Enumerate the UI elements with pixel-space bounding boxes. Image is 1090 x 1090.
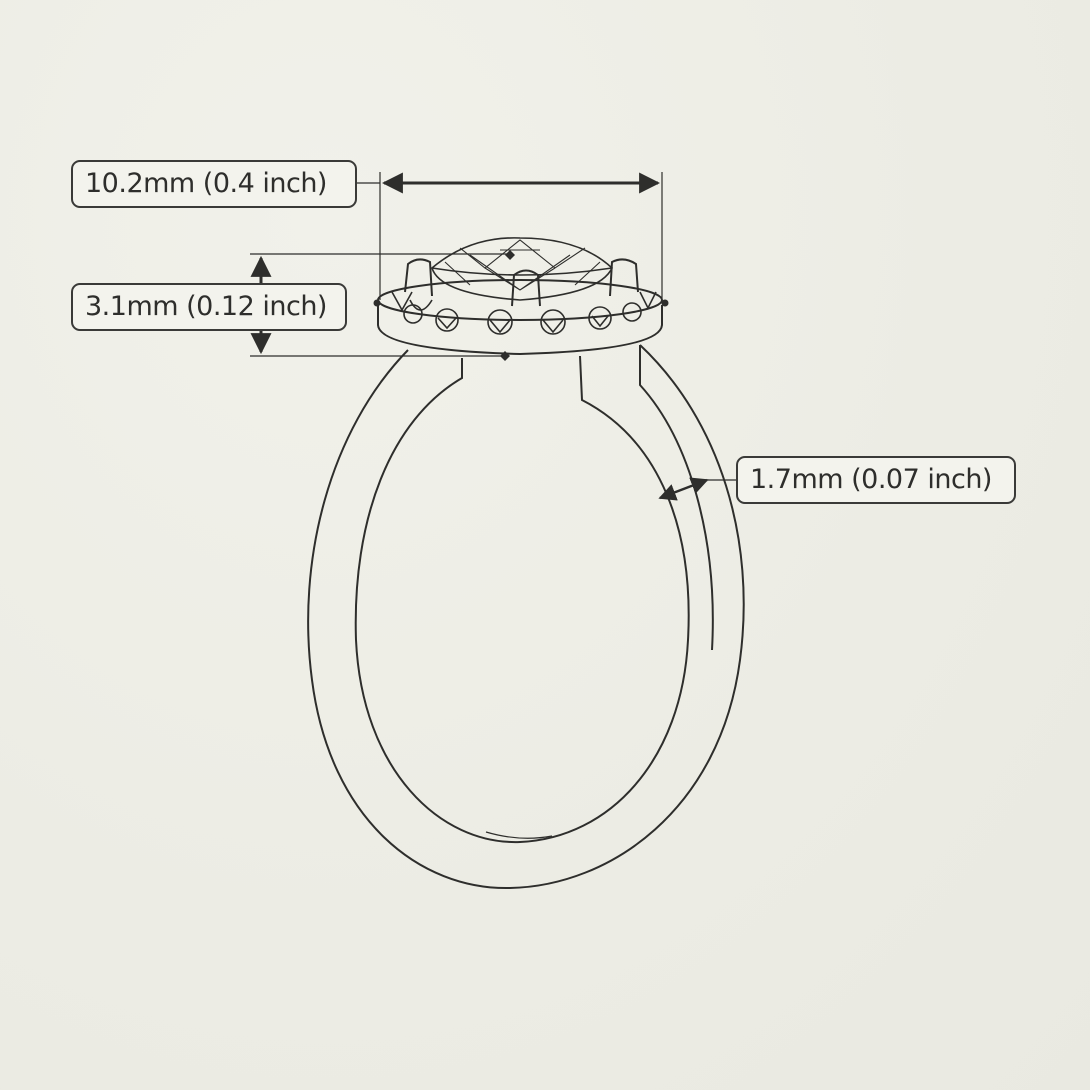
band-arrow	[658, 477, 709, 501]
width-dimension-label: 10.2mm (0.4 inch)	[71, 160, 357, 208]
height-point-top	[505, 250, 515, 260]
stone-outline	[431, 237, 613, 301]
stone-facets	[444, 239, 601, 291]
prong-left	[404, 258, 433, 297]
band-inner-edge	[639, 345, 714, 651]
dimension-band	[658, 477, 736, 501]
band-width-dimension-label: 1.7mm (0.07 inch)	[736, 456, 1016, 504]
width-point-left	[373, 299, 381, 307]
height-dimension-label: 3.1mm (0.12 inch)	[71, 283, 347, 331]
halo-base	[377, 305, 663, 356]
halo-setting	[377, 258, 663, 356]
height-point-bottom	[500, 351, 510, 361]
prong-right	[609, 258, 639, 297]
center-stone	[431, 237, 613, 301]
halo-accent-stones	[391, 291, 657, 335]
dimension-width	[357, 172, 669, 307]
band-outer-outline	[307, 344, 745, 890]
band-engraving	[485, 831, 553, 839]
width-point-right	[661, 299, 669, 307]
ring-band	[307, 344, 745, 890]
band-inner-outline	[354, 355, 690, 844]
